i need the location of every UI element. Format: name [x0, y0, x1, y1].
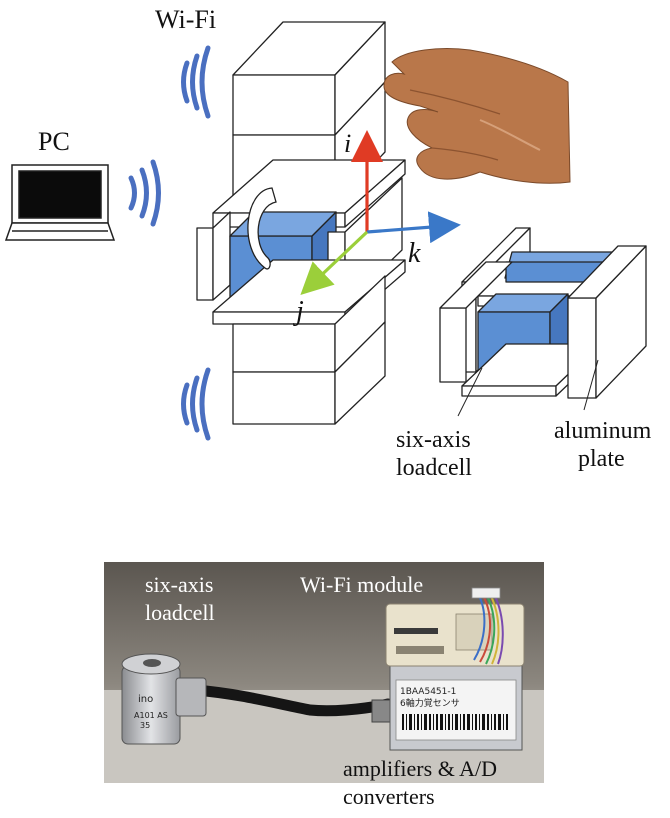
six-axis-label-line1: six-axis — [396, 427, 471, 453]
sensor-text-1: ino — [138, 694, 153, 705]
photo-amplifiers-line1: amplifiers & A/D — [343, 756, 497, 781]
wifi-label: Wi-Fi — [155, 5, 216, 34]
sticker-line2: 6軸力覚センサ — [400, 697, 460, 709]
aluminum-label-line2: plate — [578, 446, 625, 472]
photo-amplifiers-line2: converters — [343, 784, 435, 809]
photo-wifi-module: Wi-Fi module — [300, 572, 423, 597]
sensor-stack — [196, 21, 406, 425]
photo-six-axis-line1: six-axis — [145, 572, 213, 597]
axis-label-k: k — [408, 238, 421, 269]
wifi-icon-pc — [128, 159, 161, 227]
c-handle — [247, 187, 277, 270]
wifi-icon-top — [181, 45, 211, 119]
laptop-icon — [4, 164, 116, 241]
wires — [473, 593, 504, 665]
sticker-line1: 1BAA5451-1 — [400, 687, 456, 697]
axis-arrows — [300, 130, 461, 295]
sensor-text-3: 35 — [140, 721, 150, 730]
aluminum-label-line1: aluminum — [554, 418, 652, 444]
axis-label-j: j — [293, 296, 304, 327]
six-axis-label-line2: loadcell — [396, 455, 472, 481]
device-photo: ino A101 AS 35 1BAA5451-1 6軸力覚センサ — [104, 562, 544, 783]
barcode — [402, 714, 508, 730]
axis-label-i: i — [344, 129, 351, 158]
hand-image — [383, 48, 571, 184]
sensor-text-2: A101 AS — [134, 711, 168, 720]
photo-six-axis-line2: loadcell — [145, 600, 215, 625]
exploded-view — [439, 227, 647, 399]
leader-line-loadcell — [457, 367, 483, 417]
leader-line-plate — [583, 359, 599, 411]
wifi-icon-bottom — [181, 367, 211, 441]
pc-label: PC — [38, 127, 70, 156]
